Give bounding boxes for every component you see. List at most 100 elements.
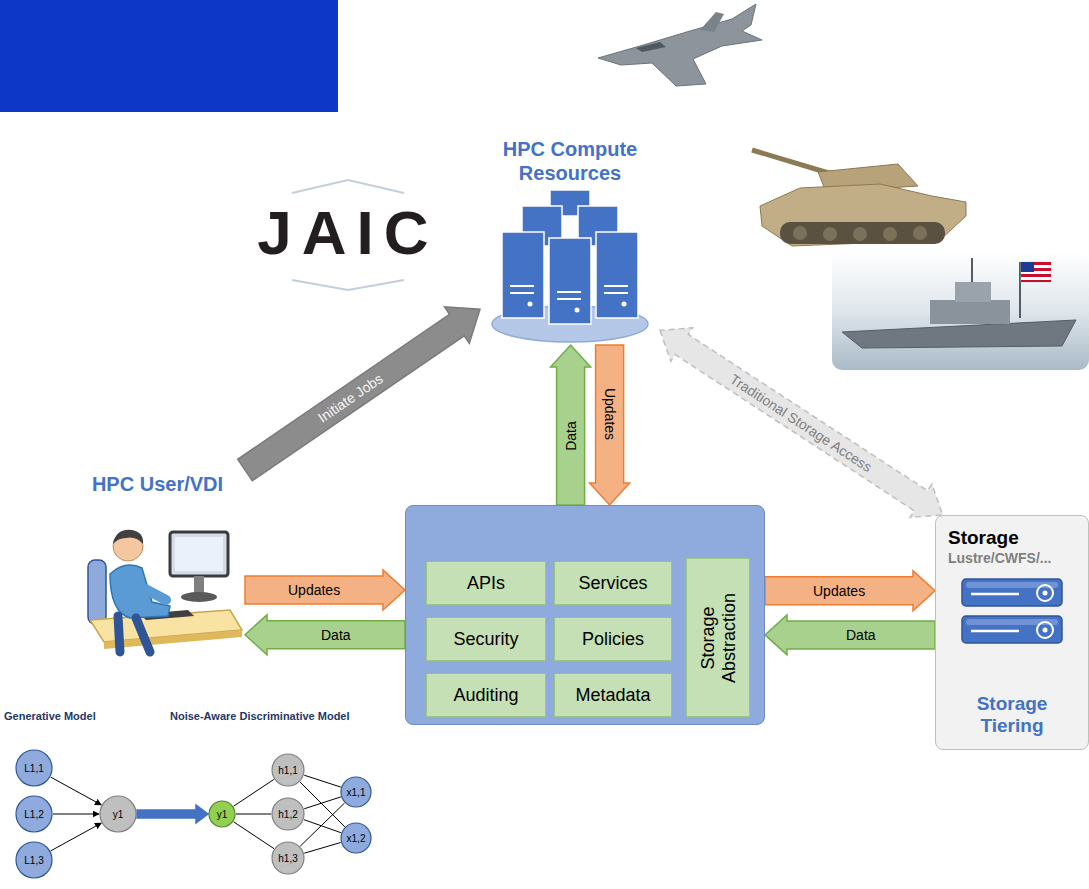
net-link bbox=[236, 814, 271, 815]
person-icon bbox=[110, 565, 170, 618]
node-label: h1,3 bbox=[278, 853, 297, 864]
arrow-label: Data bbox=[562, 421, 578, 451]
circle-outline bbox=[100, 796, 136, 832]
ship-picture bbox=[1021, 262, 1034, 272]
server-icon bbox=[604, 292, 628, 294]
net-link bbox=[51, 823, 102, 851]
logo-swoosh bbox=[292, 180, 404, 193]
node-title: HPC Compute Resources bbox=[480, 137, 660, 185]
block-arrow bbox=[765, 615, 935, 655]
net-link bbox=[304, 843, 340, 854]
net-link bbox=[51, 777, 102, 805]
block-arrow bbox=[551, 345, 591, 505]
arrow-label: Updates bbox=[602, 388, 618, 440]
net-node: h1,2 bbox=[271, 797, 305, 831]
disks-icon bbox=[962, 616, 1062, 643]
person-icon bbox=[194, 576, 204, 594]
ship-picture bbox=[842, 320, 1076, 348]
block-arrow bbox=[590, 345, 630, 505]
storage-box: StorageLustre/CWFS/...Storage Tiering bbox=[935, 515, 1089, 750]
ship-picture bbox=[971, 258, 973, 282]
circle-outline bbox=[272, 754, 304, 786]
ship-picture bbox=[955, 282, 991, 302]
net-node: x1,1 bbox=[340, 776, 372, 808]
node-label: h1,2 bbox=[278, 809, 297, 820]
abstraction-cell: Storage Abstraction bbox=[686, 558, 750, 717]
node-title: HPC User/VDI bbox=[92, 472, 223, 496]
jet-picture bbox=[636, 42, 666, 52]
net-link bbox=[304, 820, 341, 833]
person-icon bbox=[181, 592, 217, 602]
node-label: x1,1 bbox=[347, 787, 366, 798]
server-icon bbox=[502, 232, 544, 318]
node-label: x1,2 bbox=[347, 833, 366, 844]
person-icon bbox=[104, 630, 242, 649]
arrow-label: Updates bbox=[288, 582, 340, 598]
tank-picture bbox=[793, 226, 807, 240]
person-icon bbox=[113, 530, 143, 544]
jet-picture bbox=[598, 4, 762, 86]
tank-picture bbox=[823, 227, 837, 241]
arrow-label: Updates bbox=[813, 583, 865, 599]
person-icon bbox=[170, 532, 228, 576]
ship-picture bbox=[832, 252, 1089, 370]
disks-icon bbox=[971, 593, 1019, 596]
ship-picture bbox=[930, 300, 1010, 324]
server-icon bbox=[557, 298, 581, 300]
node-label: Security bbox=[453, 629, 518, 650]
model-caption: Generative Model bbox=[4, 710, 96, 723]
service-cell: Auditing bbox=[426, 673, 546, 717]
server-icon bbox=[575, 308, 580, 313]
service-layer-box: APIsServicesSecurityPoliciesAuditingMeta… bbox=[405, 505, 765, 725]
net-link bbox=[234, 822, 274, 849]
ship-picture bbox=[1021, 274, 1051, 277]
tank-picture bbox=[752, 150, 832, 174]
arrow-label: Data bbox=[321, 627, 351, 643]
box-subtitle: Lustre/CWFS/... bbox=[948, 549, 1051, 567]
arrow-label: Data bbox=[846, 627, 876, 643]
net-link bbox=[53, 814, 99, 815]
server-icon bbox=[549, 238, 591, 324]
net-node: y1 bbox=[99, 795, 137, 833]
circle-outline bbox=[16, 842, 52, 878]
circle-outline bbox=[341, 823, 371, 853]
circle-outline bbox=[16, 750, 52, 786]
person-icon bbox=[88, 560, 106, 624]
person-icon bbox=[132, 582, 166, 600]
user-node: HPC User/VDI bbox=[70, 470, 245, 670]
disks-icon bbox=[971, 630, 1019, 633]
compute-node: HPC Compute Resources bbox=[480, 135, 660, 345]
server-icon bbox=[510, 292, 534, 294]
node-label: L1,3 bbox=[24, 855, 43, 866]
server-icon bbox=[510, 285, 534, 287]
service-cell: Services bbox=[554, 561, 672, 605]
circle-outline bbox=[209, 801, 235, 827]
net-link bbox=[300, 803, 344, 846]
person-icon bbox=[70, 502, 245, 667]
node-label: L1,2 bbox=[24, 809, 43, 820]
net-node: h1,1 bbox=[271, 753, 305, 787]
disks-icon bbox=[1043, 628, 1048, 633]
net-link bbox=[300, 782, 345, 827]
block-arrow bbox=[660, 328, 943, 518]
jet-picture bbox=[700, 12, 724, 32]
ship-picture bbox=[1021, 262, 1051, 282]
node-label: y1 bbox=[217, 809, 228, 820]
node-label: h1,1 bbox=[278, 765, 297, 776]
banner-block bbox=[0, 0, 338, 112]
disks-icon bbox=[1037, 585, 1053, 601]
ship-picture bbox=[1019, 262, 1021, 318]
node-label: Metadata bbox=[575, 685, 650, 706]
tank-picture bbox=[853, 227, 867, 241]
server-icon bbox=[604, 285, 628, 287]
tank-picture bbox=[760, 184, 966, 246]
net-node: L1,2 bbox=[15, 795, 53, 833]
tank-picture bbox=[883, 227, 897, 241]
net-node: y1 bbox=[208, 800, 236, 828]
server-icon bbox=[622, 302, 627, 307]
circle-outline bbox=[341, 777, 371, 807]
banner-block bbox=[0, 0, 338, 112]
